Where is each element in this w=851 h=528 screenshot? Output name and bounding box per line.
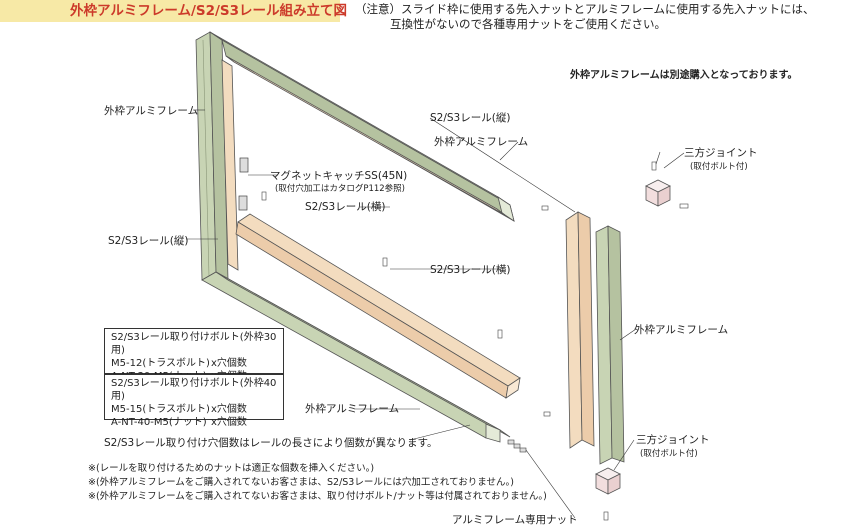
middle-rail <box>235 213 521 399</box>
nut-qty: x穴個数 <box>211 417 247 428</box>
label-rail-horizontal-top: S2/S3レール(横) <box>305 201 386 213</box>
label-three-way-joint-bottom-sub: (取付ボルト付) <box>640 449 698 459</box>
magnet-catch-icon <box>238 157 249 211</box>
page-title: 外枠アルミフレーム/S2/S3レール組み立て図 <box>0 0 347 22</box>
label-outer-frame-right-side: 外枠アルミフレーム <box>634 324 729 336</box>
right-vertical-frame <box>595 225 625 465</box>
label-rail-horizontal-mid: S2/S3レール(横) <box>430 264 511 276</box>
label-three-way-joint-top: 三方ジョイント <box>684 147 758 159</box>
footnote-1: ※(レールを取り付けるためのナットは適正な個数を挿入ください。) <box>88 463 375 474</box>
label-outer-frame-bottom: 外枠アルミフレーム <box>305 403 400 415</box>
bolt-table-40: S2/S3レール取り付けボルト(外枠40用) M5-15(トラスボルト) x穴個… <box>104 374 284 428</box>
label-three-way-joint-bottom: 三方ジョイント <box>636 434 710 446</box>
label-rail-vertical-right: S2/S3レール(縦) <box>430 112 511 124</box>
top-frame <box>209 31 515 222</box>
leader-lines <box>186 109 685 519</box>
nut-icons <box>507 439 527 453</box>
caution-note-line1: （注意）スライド枠に使用する先入ナットとアルミフレームに使用する先入ナットには、 <box>355 2 815 16</box>
label-three-way-joint-top-sub: (取付ボルト付) <box>690 162 748 172</box>
three-way-joint-bottom-icon <box>595 467 621 495</box>
three-way-joint-top-icon <box>645 179 671 207</box>
caution-note-line2: 互換性がないので各種専用ナットをご使用ください。 <box>390 17 666 31</box>
bolt-table-30: S2/S3レール取り付けボルト(外枠30用) M5-12(トラスボルト) x穴個… <box>104 328 284 382</box>
bolt-part: M5-15(トラスボルト) <box>111 404 210 415</box>
footnote-3: ※(外枠アルミフレームをご購入されてないお客さまは、取り付けボルト/ナット等は付… <box>88 491 547 502</box>
bolt-table-40-heading: S2/S3レール取り付けボルト(外枠40用) <box>111 378 277 402</box>
bolt-icons-left <box>261 191 503 339</box>
label-magnet-catch: マグネットキャッチSS(45N) <box>270 170 408 182</box>
left-vertical-rail <box>221 59 239 271</box>
footnote-2: ※(外枠アルミフレームをご購入されてないお客さまは、S2/S3レールには穴加工さ… <box>88 477 514 488</box>
bottom-frame <box>201 271 511 443</box>
bolt-qty: x穴個数 <box>211 358 247 369</box>
bolt-table-30-heading: S2/S3レール取り付けボルト(外枠30用) <box>111 332 277 356</box>
label-magnet-catch-sub: (取付穴加工はカタログP112参照) <box>275 184 405 194</box>
separate-purchase-note: 外枠アルミフレームは別途購入となっております。 <box>570 70 798 81</box>
nut-part: A-NT-40-M5(ナット) <box>111 417 207 428</box>
right-vertical-rail <box>565 211 595 449</box>
top-rail <box>225 55 506 216</box>
bolt-icons-right <box>541 161 689 521</box>
bolt-qty: x穴個数 <box>211 404 247 415</box>
bolt-part: M5-12(トラスボルト) <box>111 358 210 369</box>
label-outer-frame-right-top: 外枠アルミフレーム <box>434 136 529 148</box>
bolt-table-40-row: M5-15(トラスボルト) x穴個数 <box>111 403 277 416</box>
label-outer-frame-left: 外枠アルミフレーム <box>104 105 199 117</box>
label-frame-nut: アルミフレーム専用ナット <box>452 514 578 526</box>
bolt-table-40-row: A-NT-40-M5(ナット) x穴個数 <box>111 416 277 429</box>
label-rail-vertical-left: S2/S3レール(縦) <box>108 235 189 247</box>
hole-count-note: S2/S3レール取り付け穴個数はレールの長さにより個数が異なります。 <box>104 437 438 449</box>
bolt-table-30-row: M5-12(トラスボルト) x穴個数 <box>111 357 277 370</box>
